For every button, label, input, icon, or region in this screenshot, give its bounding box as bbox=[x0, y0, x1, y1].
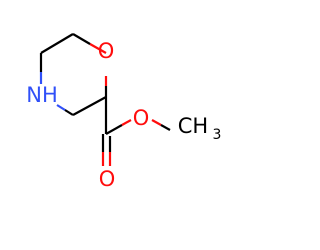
structure-diagram: O NH O O CH 3 bbox=[26, 33, 222, 191]
bond-o1-c2-b bbox=[72, 33, 91, 45]
ring-oxygen-label: O bbox=[98, 39, 115, 63]
methyl-subscript: 3 bbox=[213, 127, 222, 143]
bond-o1-c2 bbox=[89, 43, 107, 54]
bond-c2-c3 bbox=[40, 33, 74, 54]
ester-oxygen-label: O bbox=[133, 106, 150, 130]
bond-c5-c6 bbox=[72, 96, 107, 116]
carbonyl-oxygen-label: O bbox=[99, 167, 116, 191]
bond-oester-ch3 bbox=[151, 119, 162, 126]
ring-nitrogen-label: NH bbox=[26, 83, 58, 107]
bond-n4-c5 bbox=[56, 104, 66, 111]
bond-carbonyl-oester bbox=[105, 124, 123, 135]
bond-n4-c5-b bbox=[64, 109, 74, 116]
bond-carbonyl-oester-b bbox=[121, 119, 132, 126]
methyl-label: CH bbox=[178, 114, 208, 138]
bond-oester-ch3-b bbox=[160, 124, 171, 131]
